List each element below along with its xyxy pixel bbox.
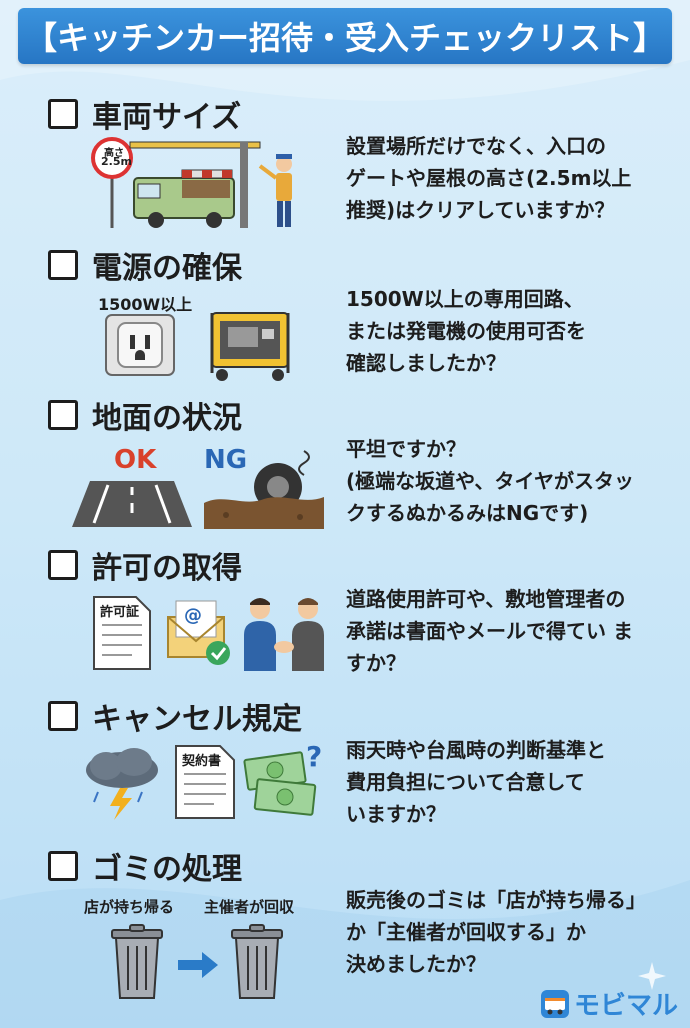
- section-title: 車両サイズ: [92, 100, 242, 135]
- handshake-icon: [244, 598, 324, 671]
- description-line: いますか？: [346, 802, 446, 826]
- question-mark: ?: [306, 740, 323, 773]
- section-header: 電源の確保: [48, 243, 242, 287]
- description-line: ゲートや屋根の高さ(2.5m以上: [346, 166, 632, 190]
- section-header: 地面の状況: [48, 393, 242, 437]
- section-description: 販売後のゴミは「店が持ち帰る」 か「主催者が回収する」か 決めましたか？: [346, 884, 676, 980]
- permit-label: 許可証: [100, 605, 140, 620]
- brand-logo: モビマル: [540, 985, 678, 1022]
- section-title: キャンセル規定: [92, 702, 302, 737]
- description-line: 1500W以上の専用回路、: [346, 287, 584, 311]
- stuck-tire-icon: [204, 450, 324, 529]
- section-header: 車両サイズ: [48, 92, 241, 136]
- section-vehicle-size: 車両サイズ 高さ 2.5m 設置場所だけでなく、入口の ゲートや屋根の高さ(2.…: [0, 92, 690, 242]
- trash-can-icon: [231, 924, 283, 999]
- truck-logo-icon: [541, 989, 569, 1018]
- section-description: 道路使用許可や、敷地管理者の 承諾は書面やメールで得てい ま すか？: [346, 583, 676, 679]
- generator-icon: [210, 312, 290, 381]
- section-title: 許可の取得: [92, 551, 242, 586]
- checkbox[interactable]: [48, 701, 78, 731]
- description-line: 費用負担について合意して: [346, 770, 585, 794]
- sparkle-icon: [638, 962, 666, 990]
- organizer-collects-label: 主催者が回収: [204, 898, 295, 916]
- checkbox[interactable]: [48, 400, 78, 430]
- description-line: 道路使用許可や、敷地管理者の: [346, 587, 626, 611]
- trash-can-icon: [111, 924, 163, 999]
- description-line: 販売後のゴミは「店が持ち帰る」: [346, 888, 646, 912]
- height-sign-value: 2.5m: [101, 155, 132, 168]
- ng-label: NG: [204, 445, 248, 475]
- cash-icon: [243, 751, 317, 816]
- section-garbage: ゴミの処理 店が持ち帰る 主催者が回収 販売後のゴミは「店が持ち帰る」 か「主催…: [0, 844, 690, 999]
- description-line: 推奨)はクリアしていますか？: [346, 198, 615, 222]
- description-line: か「主催者が回収する」か: [346, 920, 586, 944]
- brand-name: モビマル: [574, 991, 679, 1021]
- arrow-right-icon: [178, 952, 218, 978]
- at-symbol: @: [184, 605, 202, 626]
- contract-document-icon: [175, 745, 235, 819]
- section-cancellation: キャンセル規定 契約書 ? 雨天時や台風時の判断基準と 費用負担について合意して…: [0, 694, 690, 844]
- storm-cloud-icon: [86, 748, 158, 820]
- checkbox[interactable]: [48, 550, 78, 580]
- permit-document-icon: [93, 596, 151, 670]
- description-line: 設置場所だけでなく、入口の: [346, 134, 606, 158]
- section-description: 平坦ですか？ (極端な坂道や、タイヤがスタッ クするぬかるみはNGです): [346, 433, 676, 529]
- ok-label: OK: [114, 445, 157, 475]
- description-line: 承諾は書面やメールで得てい ま: [346, 619, 633, 643]
- height-sign-top: 高さ: [104, 148, 124, 159]
- checkbox[interactable]: [48, 99, 78, 129]
- shop-takes-label: 店が持ち帰る: [84, 898, 175, 916]
- section-header: キャンセル規定: [48, 694, 302, 738]
- description-line: 雨天時や台風時の判断基準と: [346, 738, 606, 762]
- section-description: 雨天時や台風時の判断基準と 費用負担について合意して いますか？: [346, 734, 676, 830]
- flat-road-icon: [72, 481, 192, 527]
- description-line: 平坦ですか？: [346, 437, 466, 461]
- section-header: ゴミの処理: [48, 844, 242, 888]
- power-label: 1500W以上: [98, 295, 193, 314]
- section-permits: 許可の取得 許可証 @ 道路使用許可や、敷地管理者の 承諾は書面やメールで得てい…: [0, 543, 690, 693]
- section-power: 電源の確保 1500W以上 1500W以上の専用回路、 または発電機の使用可否を…: [0, 243, 690, 393]
- contract-label: 契約書: [182, 754, 222, 769]
- description-line: すか？: [346, 651, 406, 675]
- section-title: ゴミの処理: [92, 852, 242, 887]
- section-description: 設置場所だけでなく、入口の ゲートや屋根の高さ(2.5m以上 推奨)はクリアして…: [346, 130, 676, 226]
- title-banner: 【キッチンカー招待・受入チェックリスト】: [18, 8, 672, 64]
- checkbox[interactable]: [48, 250, 78, 280]
- section-description: 1500W以上の専用回路、 または発電機の使用可否を 確認しましたか？: [346, 283, 676, 379]
- email-approved-icon: [167, 600, 230, 665]
- description-line: または発電機の使用可否を: [346, 319, 586, 343]
- vehicle-gate-illustration: [91, 137, 292, 228]
- section-title: 地面の状況: [92, 401, 242, 436]
- checkbox[interactable]: [48, 851, 78, 881]
- description-line: 決めましたか？: [346, 952, 486, 976]
- outlet-icon: [105, 314, 175, 376]
- description-line: クするぬかるみはNGです): [346, 501, 589, 525]
- section-header: 許可の取得: [48, 543, 242, 587]
- section-title: 電源の確保: [92, 251, 242, 286]
- description-line: (極端な坂道や、タイヤがスタッ: [346, 469, 634, 493]
- section-ground: 地面の状況 OK NG 平坦ですか？ (極端な坂道や、タイヤがスタッ クするぬか…: [0, 393, 690, 543]
- page-title: 【キッチンカー招待・受入チェックリスト】: [24, 19, 665, 57]
- description-line: 確認しましたか？: [346, 351, 506, 375]
